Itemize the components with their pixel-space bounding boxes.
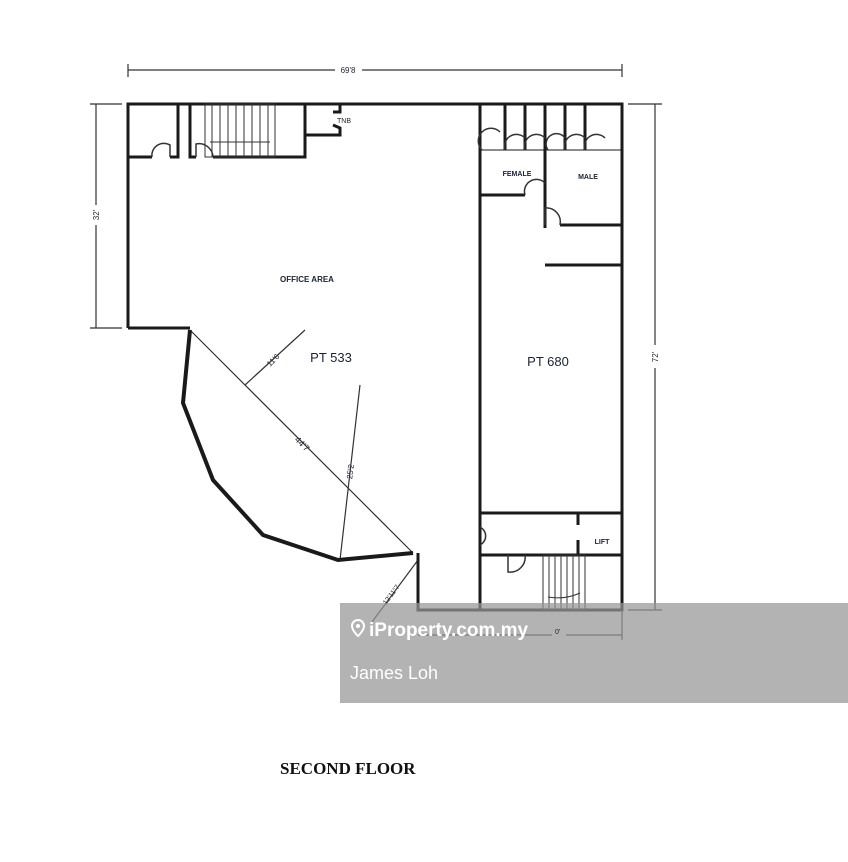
dim-bottom-width: 0' [555, 629, 561, 636]
agent-name: James Loh [350, 663, 439, 683]
door-icon [151, 127, 606, 573]
stair-icon [204, 103, 276, 158]
dim-radius: 25'2 [345, 463, 356, 479]
floor-title: SECOND FLOOR [280, 759, 416, 778]
dim-diagonal: 44'7 [293, 434, 312, 453]
room-tnb: TNB [337, 118, 351, 125]
room-female: FEMALE [503, 171, 532, 178]
lot-pt533: PT 533 [310, 350, 352, 365]
stair-icon [542, 554, 586, 611]
watermark-brand: iProperty.com.my [350, 618, 529, 643]
lot-pt680: PT 680 [527, 354, 569, 369]
dim-top-width: 69'8 [341, 66, 356, 75]
watermark-overlay: iProperty.com.my James Loh [340, 603, 848, 703]
dim-left-height: 32' [92, 209, 101, 220]
room-male: MALE [578, 174, 598, 181]
location-pin-icon [350, 618, 366, 643]
brand-text: iProperty.com.my [369, 620, 529, 641]
room-lift: LIFT [595, 539, 610, 546]
dim-right-height: 72' [651, 351, 660, 362]
room-office-area: OFFICE AREA [280, 275, 334, 284]
